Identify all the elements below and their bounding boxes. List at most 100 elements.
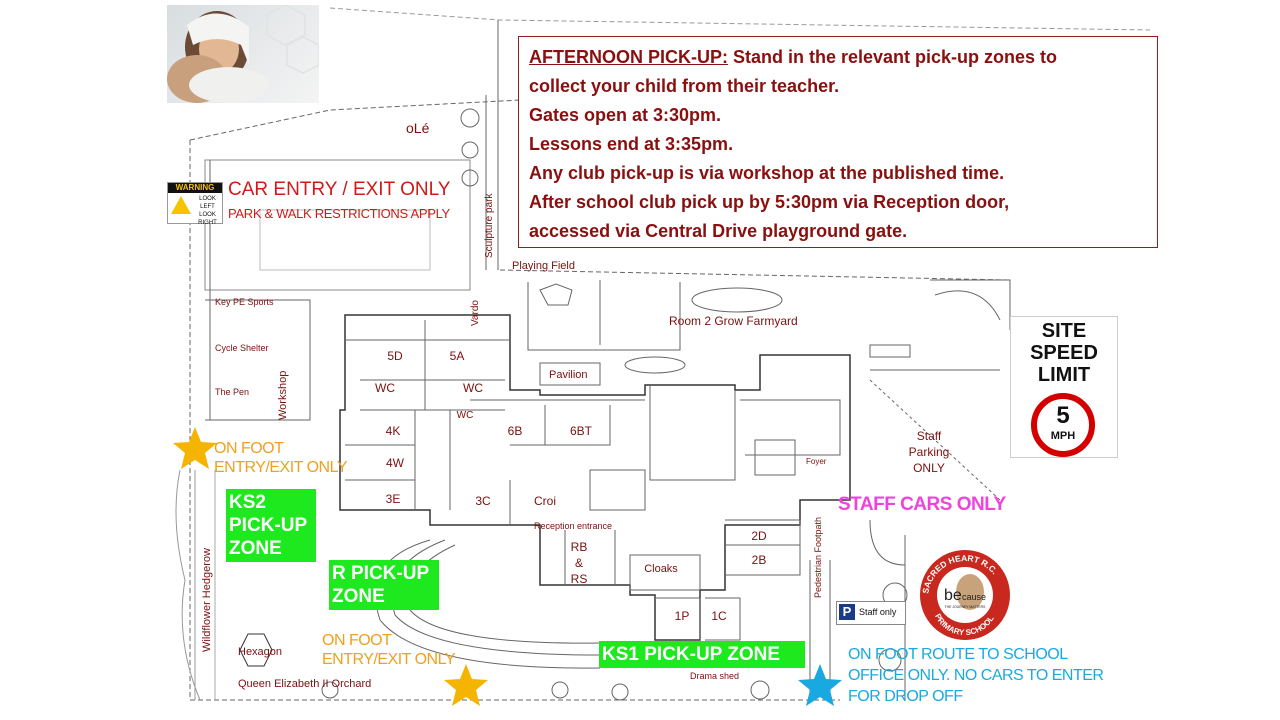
area-hexagon: Hexagon (238, 646, 283, 658)
notice-line-5: Any club pick-up is via workshop at the … (529, 163, 1005, 183)
star-icon-yellow-1 (173, 427, 217, 469)
warning-text-2: LOOK (199, 212, 216, 218)
r-zone-line-1: R PICK-UP (332, 563, 430, 584)
ks2-zone-line-3: ZONE (229, 538, 282, 559)
on-foot-2-line-1: ON FOOT (322, 632, 392, 649)
parking-p-icon: P (839, 604, 855, 620)
warning-triangle-icon (171, 196, 191, 214)
room-croi: Croi (533, 494, 556, 508)
staff-cars-only: STAFF CARS ONLY (838, 494, 1006, 515)
parking-sign-text: Staff only (859, 607, 897, 617)
warning-text: LOOK LEFT LOOK RIGHT (193, 195, 222, 227)
on-foot-entry-1: ON FOOT ENTRY/EXIT ONLY (214, 439, 347, 477)
room-6b: 6B (507, 424, 523, 438)
speed-sign-line-2: SPEED (1030, 342, 1098, 364)
area-key-pe: Key PE Sports (215, 297, 274, 307)
speed-limit-number: 5 (1056, 402, 1070, 429)
room-3e: 3E (385, 492, 401, 506)
room-5a: 5A (449, 349, 465, 363)
staff-parking-line-3: ONLY (913, 461, 945, 475)
room-amp: & (574, 556, 583, 570)
warning-title: WARNING (168, 183, 222, 193)
notice-line-3: Gates open at 3:30pm. (529, 105, 722, 125)
area-farmyard: Room 2 Grow Farmyard (669, 314, 798, 328)
area-the-pen: The Pen (215, 387, 250, 397)
on-foot-route-line-3: FOR DROP OFF (848, 688, 963, 705)
area-drama-shed: Drama shed (690, 671, 740, 681)
room-rs: RS (570, 572, 588, 586)
on-foot-1-line-2: ENTRY/EXIT ONLY (214, 459, 347, 476)
ks2-zone-line-1: KS2 (229, 492, 266, 513)
room-4w: 4W (386, 456, 404, 470)
notice-line-7: accessed via Central Drive playground ga… (529, 221, 908, 241)
school-logo: SACRED HEART R.C. PRIMARY SCHOOL be caus… (918, 548, 1012, 642)
room-5d: 5D (387, 349, 403, 363)
speed-limit-circle-icon: 5 MPH (1031, 393, 1095, 457)
speed-limit-unit: MPH (1050, 430, 1076, 442)
room-1p: 1P (674, 609, 690, 623)
star-icon-blue (798, 664, 842, 706)
area-orchard: Queen Elizabeth II Orchard (238, 678, 372, 690)
ks2-pickup-zone: KS2 PICK-UP ZONE (226, 489, 316, 562)
area-sculpture-park: Sculpture park (484, 193, 495, 258)
room-4k: 4K (385, 424, 401, 438)
header-photo (167, 5, 319, 103)
room-rb: RB (570, 540, 588, 554)
area-ole: oLé (406, 120, 430, 136)
area-hedgerow: Wildflower Hedgerow (201, 548, 213, 652)
r-pickup-zone: R PICK-UP ZONE (329, 560, 439, 610)
room-1c: 1C (711, 609, 727, 623)
room-2d: 2D (751, 529, 767, 543)
ks2-zone-line-2: PICK-UP (229, 515, 308, 536)
area-vardo: Vardo (470, 300, 481, 326)
speed-sign-line-1: SITE (1041, 320, 1087, 342)
warning-text-1: LOOK LEFT (199, 196, 216, 210)
ks1-pickup-zone: KS1 PICK-UP ZONE (599, 641, 805, 668)
logo-tagline: THE JOURNEY MATTERS (945, 605, 986, 609)
area-foyer: Foyer (806, 457, 827, 466)
room-6bt: 6BT (569, 424, 592, 438)
room-2b: 2B (751, 553, 767, 567)
on-foot-2-line-2: ENTRY/EXIT ONLY (322, 651, 455, 668)
notice-line-2: collect your child from their teacher. (529, 76, 840, 96)
room-wc-2: WC (463, 381, 483, 395)
area-pedestrian-footpath: Pedestrian Footpath (813, 516, 823, 598)
star-icon-yellow-2 (444, 664, 488, 706)
room-wc-3: WC (456, 410, 474, 421)
area-reception-entrance: Reception entrance (534, 521, 613, 531)
logo-brand: be (944, 587, 962, 604)
staff-parking-label: Staff Parking ONLY (902, 428, 956, 476)
area-pavilion: Pavilion (549, 369, 588, 381)
car-entry-subtitle: PARK & WALK RESTRICTIONS APPLY (228, 206, 450, 221)
on-foot-entry-2: ON FOOT ENTRY/EXIT ONLY (322, 631, 455, 669)
school-logo-seal-icon: SACRED HEART R.C. PRIMARY SCHOOL be caus… (920, 550, 1010, 640)
on-foot-route-line-1: ON FOOT ROUTE TO SCHOOL (848, 646, 1068, 663)
staff-parking-line-1: Staff (916, 429, 942, 443)
photo-illustration (167, 5, 319, 103)
notice-line-1-rest: Stand in the relevant pick-up zones to (728, 47, 1058, 67)
room-cloaks: Cloaks (644, 563, 678, 575)
on-foot-route-line-2: OFFICE ONLY. NO CARS TO ENTER (848, 667, 1104, 684)
warning-sign: WARNING LOOK LEFT LOOK RIGHT (167, 182, 223, 227)
area-workshop: Workshop (277, 370, 289, 420)
logo-brand-2: cause (962, 592, 986, 602)
room-wc-1: WC (375, 381, 395, 395)
area-cycle-shelter: Cycle Shelter (215, 343, 269, 353)
on-foot-route: ON FOOT ROUTE TO SCHOOL OFFICE ONLY. NO … (848, 644, 1104, 707)
notice-line-4: Lessons end at 3:35pm. (529, 134, 734, 154)
staff-parking-sign: P Staff only (836, 601, 906, 625)
warning-text-3: RIGHT (198, 220, 217, 226)
pickup-notice: AFTERNOON PICK-UP: Stand in the relevant… (518, 36, 1158, 248)
speed-sign-line-3: LIMIT (1037, 364, 1091, 386)
notice-heading: AFTERNOON PICK-UP: (529, 47, 728, 67)
notice-line-1: AFTERNOON PICK-UP: Stand in the relevant… (529, 43, 1147, 72)
staff-parking-line-2: Parking (908, 445, 950, 459)
r-zone-line-2: ZONE (332, 586, 385, 607)
notice-line-6: After school club pick up by 5:30pm via … (529, 192, 1010, 212)
room-rb-rs: RB & RS (566, 539, 592, 587)
on-foot-1-line-1: ON FOOT (214, 440, 284, 457)
area-playing-field: Playing Field (512, 260, 575, 272)
room-3c: 3C (475, 494, 491, 508)
car-entry-title: CAR ENTRY / EXIT ONLY (228, 179, 451, 200)
